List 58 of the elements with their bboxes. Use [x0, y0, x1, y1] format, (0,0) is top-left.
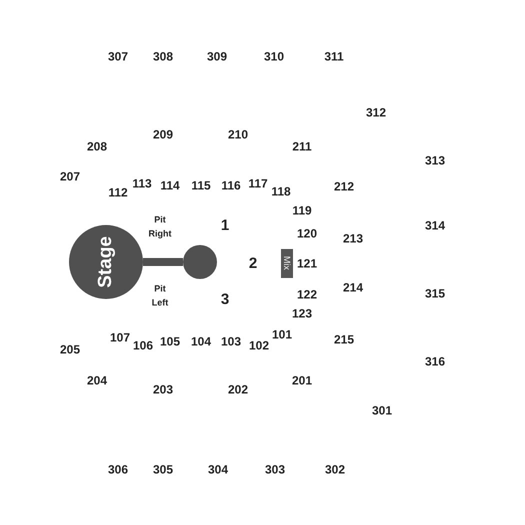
- section-number: 123: [292, 307, 312, 321]
- section-number: 202: [228, 383, 248, 397]
- stage-extension-circle: [183, 245, 217, 279]
- section-number: 310: [264, 50, 284, 64]
- section-number: 104: [190, 335, 212, 349]
- section-number: 313: [424, 154, 446, 168]
- floor-section-number: 1: [220, 218, 230, 234]
- section-number: 205: [60, 343, 80, 357]
- section-number: 118: [271, 185, 291, 199]
- section-number: 102: [248, 339, 270, 353]
- section-number: 314: [424, 219, 446, 233]
- section-number: 107: [110, 331, 130, 345]
- floor-section-number: 3: [220, 292, 230, 308]
- section-number: 211: [292, 140, 312, 154]
- section-number: 312: [366, 106, 386, 120]
- section-number: 114: [160, 179, 180, 193]
- section-number: 215: [334, 333, 354, 347]
- section-number: 307: [108, 50, 128, 64]
- section-number: 105: [160, 335, 180, 349]
- section-number: 106: [132, 339, 154, 353]
- section-number: 113: [132, 177, 152, 191]
- mix-position-box: Mix: [281, 248, 293, 278]
- section-number: 103: [220, 335, 242, 349]
- section-number: 201: [292, 374, 312, 388]
- section-number: 308: [152, 50, 174, 64]
- section-number: 112: [108, 186, 128, 200]
- section-number: 309: [206, 50, 228, 64]
- walkway-bar: [143, 258, 183, 266]
- section-number: 121: [296, 257, 318, 271]
- section-number: 301: [372, 404, 392, 418]
- section-number: 315: [424, 287, 446, 301]
- section-number: 316: [424, 355, 446, 369]
- section-number: 207: [60, 170, 80, 184]
- section-number: 311: [324, 50, 344, 64]
- section-number: 101: [272, 328, 292, 342]
- section-number: 209: [152, 128, 174, 142]
- section-number: 306: [108, 463, 128, 477]
- section-number: 305: [152, 463, 174, 477]
- section-number: 214: [342, 281, 364, 295]
- section-number: 302: [324, 463, 346, 477]
- section-number: 213: [342, 232, 364, 246]
- section-number: 115: [191, 179, 211, 193]
- section-number: 203: [152, 383, 174, 397]
- stage-circle: Stage: [69, 225, 143, 299]
- section-number: 212: [334, 180, 354, 194]
- pit-label: Pit Left: [150, 282, 170, 310]
- section-number: 210: [228, 128, 248, 142]
- section-number: 304: [208, 463, 228, 477]
- section-number: 122: [296, 288, 318, 302]
- section-number: 117: [248, 177, 268, 191]
- section-number: 116: [221, 179, 241, 193]
- section-number: 303: [264, 463, 286, 477]
- section-number: 120: [296, 227, 318, 241]
- pit-label: Pit Right: [148, 214, 172, 241]
- section-number: 119: [292, 204, 312, 218]
- floor-section-number: 2: [248, 256, 258, 272]
- section-number: 208: [86, 140, 108, 154]
- section-number: 204: [86, 374, 108, 388]
